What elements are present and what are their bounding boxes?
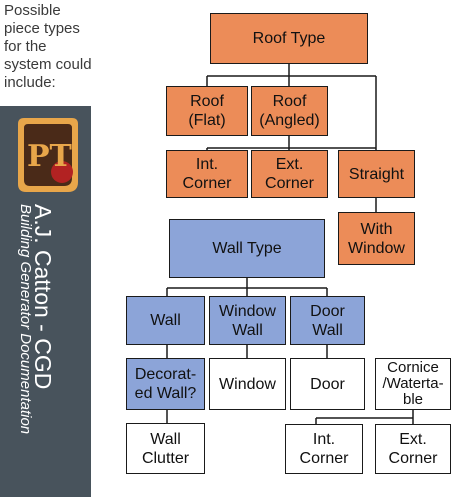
node-roof-type: Roof Type <box>210 13 368 64</box>
node-decorated-wall: Decorat- ed Wall? <box>126 358 205 410</box>
node-roof-flat: Roof (Flat) <box>166 86 248 136</box>
node-window-wall: Window Wall <box>209 296 286 345</box>
node-door-wall: Door Wall <box>290 296 365 345</box>
node-wall-type: Wall Type <box>169 219 325 278</box>
node-ext-corner-roof: Ext. Corner <box>251 150 328 198</box>
node-wall-clutter: Wall Clutter <box>126 423 205 474</box>
node-window: Window <box>209 358 286 410</box>
node-with-window: With Window <box>338 212 415 265</box>
logo-dot <box>51 161 73 183</box>
node-int-corner-roof: Int. Corner <box>166 150 248 198</box>
node-ext-corner-wall: Ext. Corner <box>375 424 451 474</box>
node-straight: Straight <box>338 150 415 198</box>
pt-logo: PT <box>18 118 78 192</box>
node-door: Door <box>290 358 365 410</box>
node-int-corner-wall: Int. Corner <box>285 424 363 474</box>
node-wall: Wall <box>126 296 205 345</box>
link-wall-type-children <box>166 278 328 296</box>
node-cornice: Cornice /Waterta- ble <box>375 358 451 410</box>
logo-letters: PT <box>27 139 73 174</box>
node-roof-angled: Roof (Angled) <box>251 86 328 136</box>
link-cornice-children <box>315 410 414 424</box>
intro-text: Possible piece types for the system coul… <box>4 2 92 91</box>
sidebar-panel: PT A.J. Catton - CGD Building Generator … <box>0 106 91 497</box>
link-roof-type-children <box>206 64 377 148</box>
link-roof-angled-children <box>206 136 377 150</box>
